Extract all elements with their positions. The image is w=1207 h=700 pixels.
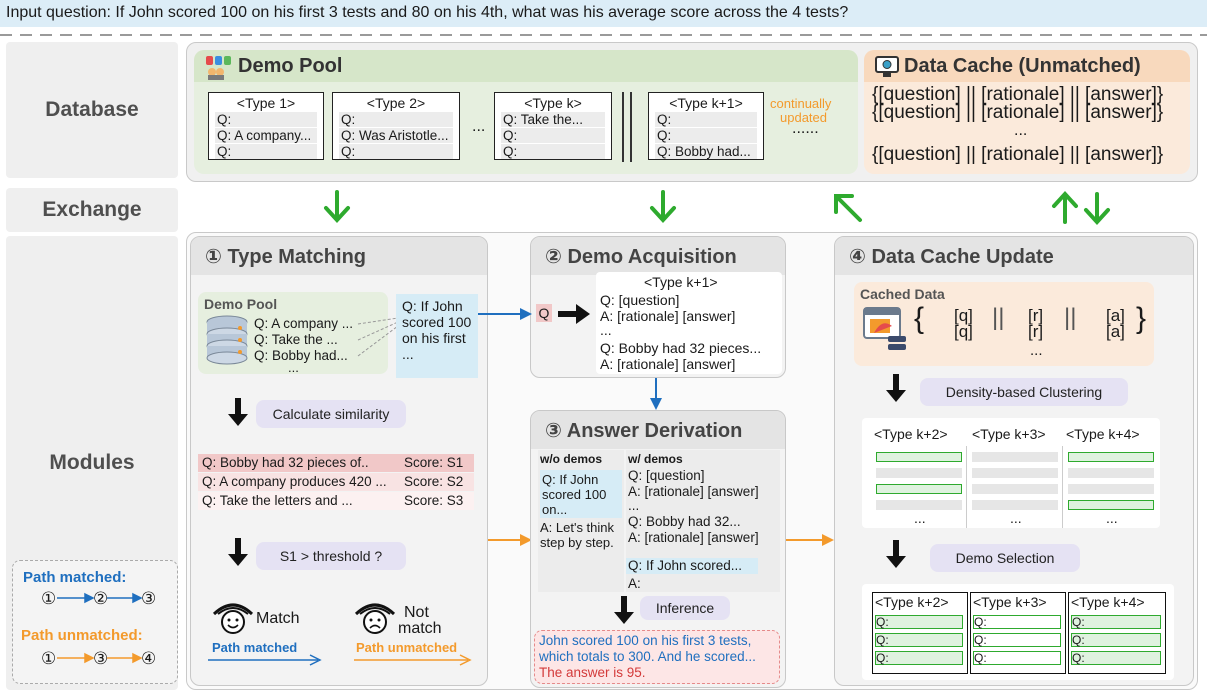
pool-dots: ...... bbox=[792, 120, 819, 137]
type-box-2: <Type 2> Q: Q: Was Aristotle... Q: bbox=[332, 92, 460, 160]
legend-m-3: ③ bbox=[141, 589, 157, 608]
cache-row-1: {[question] || [rationale] || [answer]} bbox=[872, 84, 1164, 105]
legend-matched-title: Path matched: bbox=[23, 569, 127, 586]
tm-pool-dots: ... bbox=[288, 360, 299, 375]
type-matching-title: ① Type Matching bbox=[191, 237, 487, 275]
score-row-1: Q: Bobby had 32 pieces of.. Score: S1 bbox=[198, 454, 474, 472]
path-unmatched-label: Path unmatched bbox=[356, 640, 458, 655]
score-row-3: Q: Take the letters and ... Score: S3 bbox=[198, 492, 474, 510]
output-box: John scored 100 on his first 3 tests, wh… bbox=[534, 630, 780, 684]
divider-line bbox=[622, 92, 624, 162]
brace-left: { bbox=[914, 302, 925, 335]
data-cache-title: Data Cache (Unmatched) bbox=[904, 55, 1141, 77]
demo-pool-header bbox=[194, 50, 858, 82]
arrow-down-icon bbox=[886, 374, 906, 402]
database-icon bbox=[206, 315, 248, 365]
sad-face-icon bbox=[354, 603, 396, 634]
legend-u-3: ④ bbox=[141, 649, 157, 668]
browser-icon bbox=[863, 307, 906, 350]
divider-line bbox=[630, 92, 632, 162]
demo-selection-pill: Demo Selection bbox=[930, 544, 1080, 572]
answer-derivation-title: ③ Answer Derivation bbox=[531, 411, 785, 449]
type-box-1: <Type 1> Q: Q: A company... Q: bbox=[208, 92, 324, 160]
demo-pool: Demo Pool <Type 1> Q: Q: A company... Q:… bbox=[194, 50, 858, 174]
cached-data-box: Cached Data { [q] [q] || [r] [r] || [a] … bbox=[854, 282, 1154, 366]
brace-right: } bbox=[1136, 302, 1147, 335]
cluster-divider bbox=[966, 446, 967, 528]
cache-row-2: {[question] || [rationale] || [answer]} bbox=[872, 102, 1164, 123]
cache-update-title: ④ Data Cache Update bbox=[835, 237, 1193, 275]
path-unmatched-arrow bbox=[354, 654, 472, 666]
wo-a: A: Let's think step by step. bbox=[540, 520, 615, 550]
bar-separator: || bbox=[992, 304, 1005, 331]
threshold-pill: S1 > threshold ? bbox=[256, 542, 406, 570]
exchange-arrows bbox=[324, 190, 1110, 225]
cache-row-dots: ... bbox=[1014, 122, 1028, 139]
acq-type-box: <Type k+1> Q: [question] A: [rationale] … bbox=[596, 272, 782, 374]
arrow-down-icon bbox=[886, 540, 906, 568]
legend-m-1: ① bbox=[41, 589, 57, 608]
score-row-2: Q: A company produces 420 ... Score: S2 bbox=[198, 473, 474, 491]
path-matched-label: Path matched bbox=[212, 640, 298, 655]
tm-demo-pool: Demo Pool Q: A company ... Q: Take the .… bbox=[198, 292, 388, 375]
blue-arrow-right bbox=[478, 308, 532, 320]
updated-label: updated bbox=[780, 110, 827, 125]
cluster-divider bbox=[1062, 446, 1063, 528]
arrow-down-icon bbox=[228, 538, 248, 566]
wo-q: Q: If John scored 100 on... bbox=[540, 470, 622, 518]
inference-pill: Inference bbox=[640, 596, 730, 620]
acq-q-badge: Q bbox=[536, 304, 552, 322]
input-question-bar: Input question: If John scored 100 on hi… bbox=[0, 0, 1207, 27]
legend-u-1: ① bbox=[41, 649, 57, 668]
tm-pool-title: Demo Pool bbox=[204, 296, 278, 312]
wo-demos-col: w/o demos Q: If John scored 100 on... A:… bbox=[538, 450, 624, 592]
legend-m-2: ② bbox=[93, 589, 109, 608]
match-label: Match bbox=[256, 610, 300, 627]
legend-unmatched-arrows bbox=[57, 652, 143, 664]
legend-unmatched-title: Path unmatched: bbox=[21, 627, 143, 644]
people-icon bbox=[206, 56, 231, 80]
demo-pool-title: Demo Pool bbox=[238, 55, 343, 77]
blue-arrow-down bbox=[650, 378, 662, 410]
arrow-right-icon bbox=[558, 304, 590, 324]
data-cache-header bbox=[864, 50, 1190, 82]
tm-pool-item-2: Q: Take the ... bbox=[254, 332, 338, 347]
continually-label: continually bbox=[770, 96, 832, 111]
clustering-pill: Density-based Clustering bbox=[920, 378, 1128, 406]
query-box: Q: If John scored 100 on his first ... bbox=[396, 294, 478, 378]
bar-separator: || bbox=[1064, 304, 1077, 331]
section-database: Database bbox=[6, 42, 178, 178]
cluster-box: <Type k+2> <Type k+3> <Type k+4> ... ...… bbox=[862, 418, 1160, 528]
w-demos-col: w/ demos Q: [question] A: [rationale] [a… bbox=[626, 450, 780, 592]
orange-arrow-right-2 bbox=[786, 534, 834, 546]
data-cache: Data Cache (Unmatched) {[question] || [r… bbox=[864, 50, 1190, 174]
not-match-label-1: Not bbox=[404, 604, 429, 621]
type-ellipsis: ... bbox=[472, 118, 486, 135]
path-matched-arrow bbox=[208, 654, 322, 666]
arrow-down-icon bbox=[614, 596, 634, 624]
legend-matched-arrows bbox=[57, 592, 143, 604]
selection-box: <Type k+2> Q: Q: Q: <Type k+3> Q: Q: Q: … bbox=[862, 584, 1174, 680]
section-exchange: Exchange bbox=[6, 188, 178, 232]
calc-similarity-pill: Calculate similarity bbox=[256, 400, 406, 428]
type-box-k1: <Type k+1> Q: Q: Q: Bobby had... bbox=[648, 92, 764, 160]
similarity-lines bbox=[357, 317, 399, 357]
arrow-down-icon bbox=[228, 398, 248, 426]
type-box-k: <Type k> Q: Take the... Q: Q: bbox=[494, 92, 612, 160]
legend-u-2: ③ bbox=[93, 649, 109, 668]
tm-pool-item-3: Q: Bobby had... bbox=[254, 348, 348, 363]
input-question: Input question: If John scored 100 on hi… bbox=[6, 4, 849, 21]
query-text: Q: If John scored 100 on his first ... bbox=[402, 298, 472, 362]
demo-acquisition-title: ② Demo Acquisition bbox=[531, 237, 785, 275]
monitor-icon bbox=[875, 56, 899, 77]
cache-row-3: {[question] || [rationale] || [answer]} bbox=[872, 144, 1164, 165]
legend-box: Path matched: ① ② ③ Path unmatched: ① ③ … bbox=[12, 560, 178, 684]
orange-arrow-right-1 bbox=[488, 534, 532, 546]
not-match-label-2: match bbox=[398, 620, 442, 637]
w-q: Q: If John scored... bbox=[626, 558, 758, 574]
separator-line bbox=[0, 34, 1207, 36]
tm-pool-item-1: Q: A company ... bbox=[254, 316, 354, 331]
happy-face-icon bbox=[212, 603, 254, 634]
